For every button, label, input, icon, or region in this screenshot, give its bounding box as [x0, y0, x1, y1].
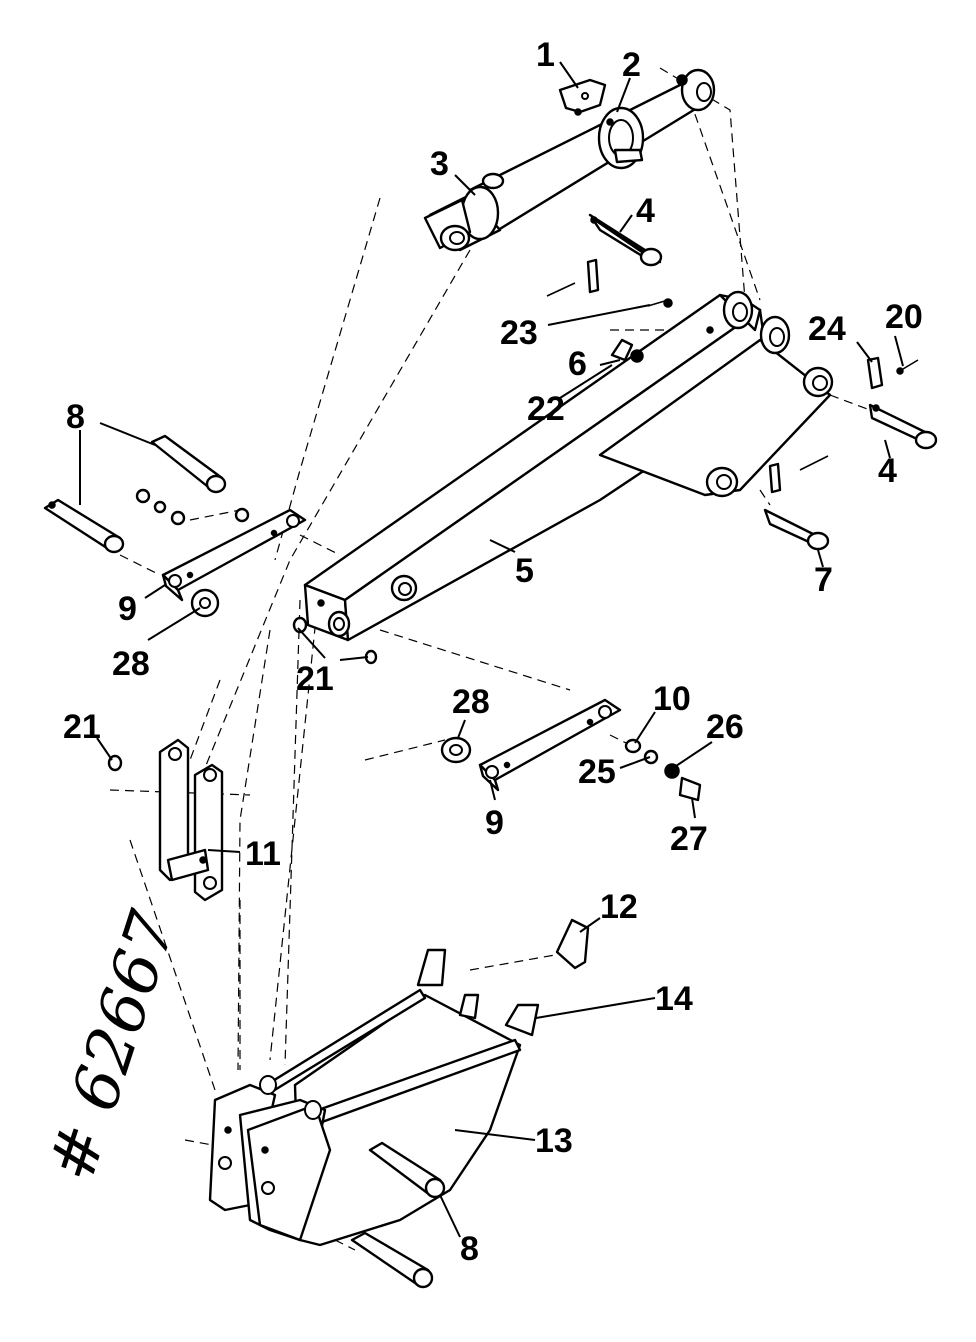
washer-left	[190, 588, 220, 618]
link-bar-left	[161, 508, 307, 602]
grease-fitting-boom-end	[292, 616, 378, 665]
callout-9-left: 9	[118, 590, 137, 628]
callout-9-right: 9	[485, 804, 504, 842]
callout-labels: 1 2 3 4 23 6 22 24 20 4 7 5 8 9 28 21 21…	[63, 36, 923, 1268]
pin-left-lower	[43, 498, 125, 554]
callout-3: 3	[430, 145, 449, 183]
cotter-pin-right	[866, 356, 884, 390]
figure-note: # 62667	[35, 903, 191, 1190]
callout-2: 2	[622, 46, 641, 84]
callout-5: 5	[515, 552, 534, 590]
callout-28-right: 28	[452, 683, 490, 721]
pin-lower-right	[763, 455, 830, 551]
callout-21-left: 21	[63, 708, 101, 746]
callout-26: 26	[706, 708, 744, 746]
retainer-bolt-right	[896, 359, 919, 375]
callout-7: 7	[814, 561, 833, 599]
bucket-tooth-loose	[555, 918, 590, 970]
boom-arm	[303, 290, 834, 642]
pin-upper	[588, 213, 663, 267]
callout-8-lower: 8	[460, 1230, 479, 1268]
washer-right	[440, 736, 472, 764]
cylinder-clamp	[597, 106, 645, 170]
callout-11: 11	[245, 835, 281, 873]
bolt-nut-left	[135, 488, 250, 526]
callout-4-upper: 4	[636, 192, 655, 230]
grease-fitting-boom	[610, 338, 644, 363]
clamp-bracket	[558, 78, 607, 116]
bucket-teeth	[416, 948, 540, 1037]
lock-washer	[643, 749, 659, 765]
callout-leaders	[79, 61, 904, 1238]
callout-14: 14	[655, 980, 693, 1018]
washer-small	[624, 738, 642, 754]
bucket	[208, 988, 522, 1247]
callout-6: 6	[568, 345, 587, 383]
callout-4-right: 4	[878, 452, 897, 490]
callout-20: 20	[885, 298, 923, 336]
pin-left-upper	[150, 434, 227, 494]
pin-right	[868, 403, 938, 450]
bucket-pin-upper	[368, 1141, 446, 1199]
callout-13: 13	[535, 1122, 573, 1160]
link-bar-right	[478, 698, 622, 792]
callout-22: 22	[527, 390, 565, 428]
callout-21-boom: 21	[296, 660, 334, 698]
callout-24: 24	[808, 310, 846, 348]
callout-1: 1	[536, 36, 555, 74]
bucket-pin-lower	[350, 1231, 434, 1289]
callout-8-upper: 8	[66, 398, 85, 436]
nut	[664, 763, 680, 779]
callout-23: 23	[500, 314, 538, 352]
callout-10: 10	[653, 680, 691, 718]
callout-28-left: 28	[112, 645, 150, 683]
callout-25: 25	[578, 753, 616, 791]
bolt-boom	[647, 298, 673, 308]
link-assembly	[158, 738, 224, 902]
callout-27: 27	[670, 820, 708, 858]
callout-12: 12	[600, 888, 638, 926]
cotter-pin-upper	[546, 258, 600, 297]
bolt-right	[678, 776, 702, 802]
